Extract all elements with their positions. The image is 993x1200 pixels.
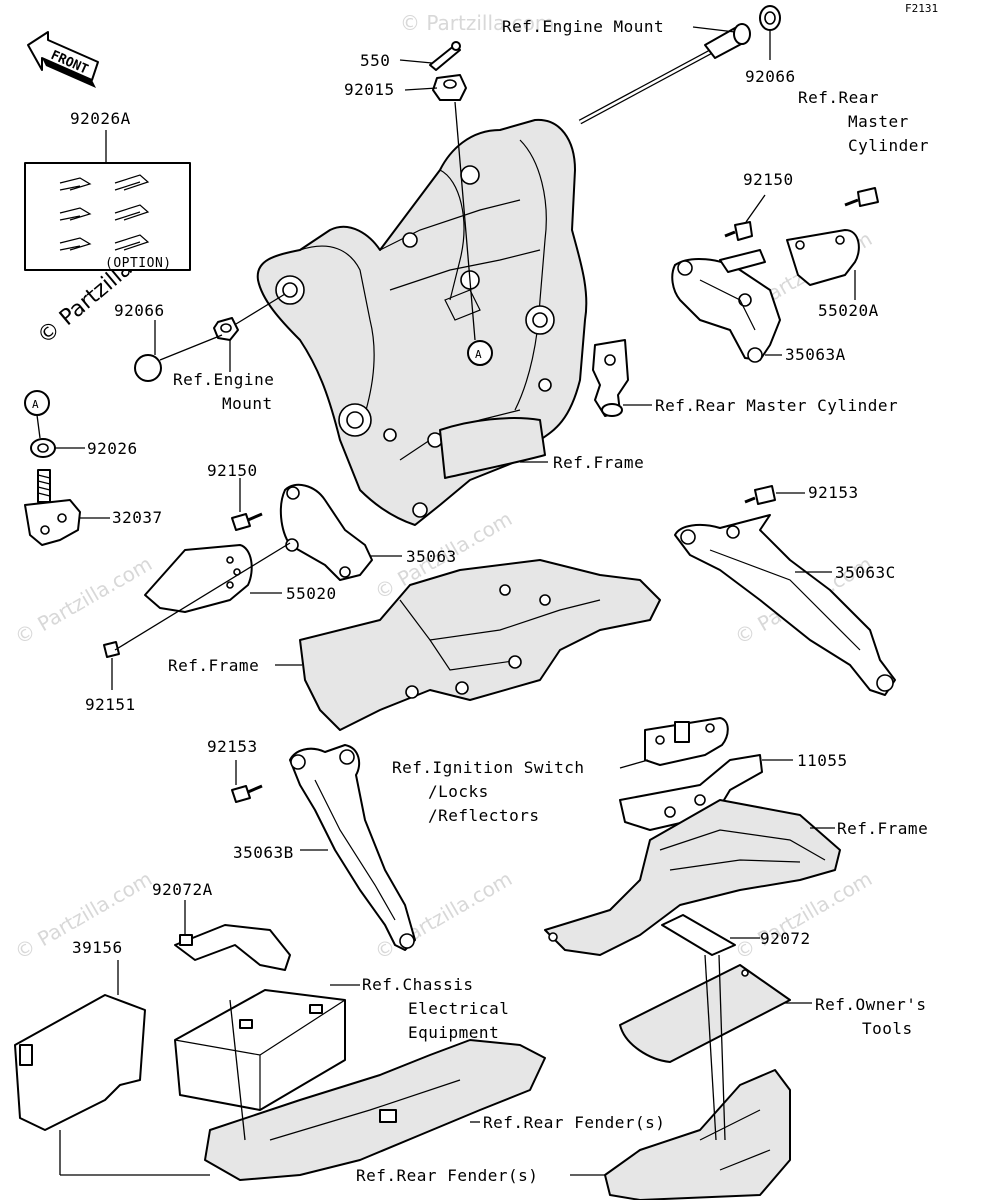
label-ref-rear-3: Cylinder [848, 136, 929, 155]
label-ref-owners-1: Ref.Owner's [815, 995, 926, 1014]
label-ref-rear-1: Ref.Rear [798, 88, 879, 107]
cover-39156 [14, 994, 146, 1131]
leader-lines [36, 26, 856, 1176]
rear-fender-2 [604, 1069, 791, 1200]
rear-frame-lower [544, 799, 841, 956]
bracket-35063B [289, 744, 416, 951]
rear-fender-1 [204, 1039, 546, 1181]
label-ref-rear-master-cylinder: Ref.Rear Master Cylinder [655, 396, 898, 415]
engine-mount-left [134, 293, 286, 382]
label-92072A: 92072A [152, 880, 213, 899]
screw-92151 [103, 641, 120, 658]
nut-92015 [432, 74, 467, 101]
shim-set-92026A [24, 162, 191, 271]
label-92026: 92026 [87, 439, 138, 458]
label-35063B: 35063B [233, 843, 294, 862]
label-35063A: 35063A [785, 345, 846, 364]
label-39156: 39156 [72, 938, 123, 957]
label-92150-top: 92150 [743, 170, 794, 189]
label-32037: 32037 [112, 508, 163, 527]
label-35063C: 35063C [835, 563, 896, 582]
label-ref-ignition-2: /Locks [428, 782, 489, 801]
screw-92150-mid [231, 512, 263, 531]
label-ref-rear-2: Master [848, 112, 909, 131]
engine-mount-bolt [578, 23, 751, 125]
guard-55020 [144, 544, 253, 613]
bracket-35063A [671, 249, 781, 363]
strap-92072 [661, 914, 736, 956]
bolt-92153-left [231, 784, 263, 803]
label-ref-frame-1: Ref.Frame [553, 453, 644, 472]
label-92066-top: 92066 [745, 67, 796, 86]
label-92153-left: 92153 [207, 737, 258, 756]
main-frame [256, 118, 588, 526]
bolt-92153-top [744, 485, 776, 505]
label-ref-ignition-1: Ref.Ignition Switch [392, 758, 585, 777]
rear-master-cylinder [592, 339, 629, 417]
part-labels: Ref.Engine Mount 550 92015 92066 Ref.Rea… [70, 17, 929, 1185]
label-ref-frame-2: Ref.Frame [168, 656, 259, 675]
plate-11055 [619, 717, 763, 831]
label-92066-left: 92066 [114, 301, 165, 320]
label-92015: 92015 [344, 80, 395, 99]
washer-92066-top [759, 5, 781, 31]
owners-tools [619, 964, 791, 1063]
label-92072: 92072 [760, 929, 811, 948]
bracket-35063C [674, 514, 896, 696]
watermark-text: © Partzilla.com [11, 551, 157, 649]
label-ref-rear-fender-1: Ref.Rear Fender(s) [483, 1113, 665, 1132]
callout-a-label: A [475, 348, 482, 361]
watermark-text: © Partzilla.com [400, 11, 554, 35]
rear-subframe [299, 559, 661, 731]
strap-92072A [174, 924, 291, 971]
label-ref-engine-2: Mount [222, 394, 273, 413]
label-ref-engine-mount: Ref.Engine Mount [502, 17, 664, 36]
screw-92150-top [724, 221, 753, 241]
label-55020: 55020 [286, 584, 337, 603]
front-arrow-icon: FRONT [27, 31, 99, 88]
label-ref-chassis-2: Electrical [408, 999, 509, 1018]
callout-a-left: A [24, 390, 50, 416]
adjuster-32037 [24, 469, 81, 546]
cotter-pin-550 [429, 41, 461, 71]
collar-92026 [30, 438, 56, 458]
label-ref-engine-1: Ref.Engine [173, 370, 274, 389]
label-55020A: 55020A [818, 301, 879, 320]
label-ref-owners-2: Tools [862, 1019, 913, 1038]
guard-55020A [786, 229, 860, 286]
label-35063: 35063 [406, 547, 457, 566]
label-92151: 92151 [85, 695, 136, 714]
label-550: 550 [360, 51, 390, 70]
bolt-rear-master-cyl-top [844, 187, 879, 207]
bracket-35063 [279, 483, 373, 581]
callout-a-top: A [467, 340, 493, 366]
label-ref-chassis-3: Equipment [408, 1023, 499, 1042]
label-option: (OPTION) [105, 256, 172, 271]
label-ref-ignition-3: /Reflectors [428, 806, 539, 825]
label-11055: 11055 [797, 751, 848, 770]
label-92150-mid: 92150 [207, 461, 258, 480]
label-92026A: 92026A [70, 109, 131, 128]
label-ref-frame-3: Ref.Frame [837, 819, 928, 838]
callout-a-label: A [32, 398, 39, 411]
label-92153-top: 92153 [808, 483, 859, 502]
figure-code: F2131 [905, 2, 938, 15]
battery [174, 989, 346, 1111]
label-ref-chassis-1: Ref.Chassis [362, 975, 473, 994]
label-ref-rear-fender-2: Ref.Rear Fender(s) [356, 1166, 538, 1185]
